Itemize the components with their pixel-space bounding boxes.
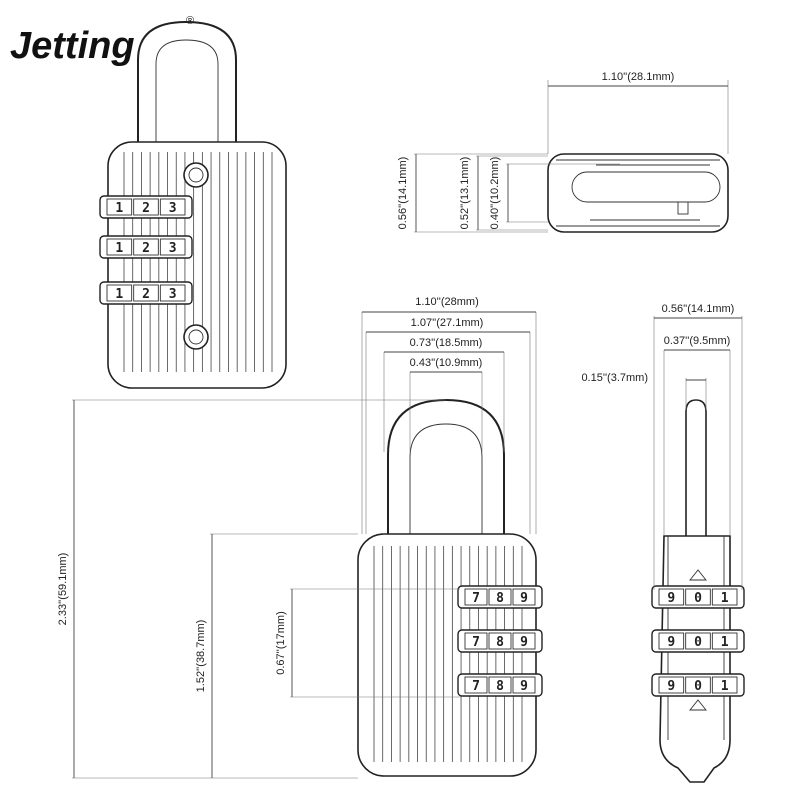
side-lock-body	[659, 535, 731, 783]
front-total-height-label: 2.33''(59.1mm)	[57, 553, 69, 626]
side-mid-label: 0.37''(9.5mm)	[664, 335, 731, 347]
dial-digit: 8	[496, 591, 504, 606]
front-body-ribs	[373, 546, 523, 762]
dial-digit: 8	[496, 635, 504, 650]
dial-digit: 1	[721, 635, 729, 650]
dial-digit: 2	[142, 201, 150, 216]
dial-digit: 8	[496, 679, 504, 694]
front-shackle	[387, 398, 505, 540]
brand-name: Jetting	[10, 25, 135, 67]
rivet-top	[183, 162, 209, 188]
dial-digit: 9	[667, 591, 675, 606]
dial-digit: 9	[667, 679, 675, 694]
keyhole-slot	[571, 171, 721, 203]
dial-wheel[interactable]: 1 2 3	[99, 195, 193, 219]
dial-wheel[interactable]: 7 8 9	[457, 673, 543, 697]
dial-wheel[interactable]: 7 8 9	[457, 585, 543, 609]
dial-wheel[interactable]: 7 8 9	[457, 629, 543, 653]
dial-wheel[interactable]: 9 0 1	[651, 673, 745, 697]
dial-digit: 2	[142, 287, 150, 302]
combination-dials: 1 2 3 1 2 3 1 2 3	[99, 195, 193, 305]
dial-digit: 0	[694, 635, 702, 650]
dial-digit: 3	[169, 201, 177, 216]
dial-digit: 9	[520, 679, 528, 694]
dial-digit: 3	[169, 241, 177, 256]
dial-digit: 3	[169, 287, 177, 302]
front-view: 7 8 9 7 8 9 7 8 9 1.10''(28mm) 1.07''(27.1mm) 0.…	[57, 296, 543, 779]
front-width-body-label: 1.07''(27.1mm)	[411, 317, 484, 329]
dial-digit: 2	[142, 241, 150, 256]
top-height-outer-label: 0.56''(14.1mm)	[397, 157, 409, 230]
top-height-inner-label: 0.40''(10.2mm)	[489, 157, 501, 230]
up-arrow-icon	[689, 699, 707, 711]
side-combination-dials: 9 0 1 9 0 1 9 0 1	[651, 585, 745, 697]
front-lock-body	[357, 533, 537, 777]
side-shackle	[685, 399, 707, 540]
dial-wheel[interactable]: 1 2 3	[99, 281, 193, 305]
side-depth-label: 0.56''(14.1mm)	[662, 303, 735, 315]
dial-digit: 1	[115, 201, 123, 216]
dial-digit: 7	[472, 591, 480, 606]
dial-wheel[interactable]: 1 2 3	[99, 235, 193, 259]
rivet-bottom	[183, 324, 209, 350]
dial-digit: 0	[694, 679, 702, 694]
dial-digit: 9	[520, 591, 528, 606]
dial-digit: 1	[115, 241, 123, 256]
trademark-symbol: ®	[186, 15, 194, 27]
top-view-body	[547, 153, 729, 233]
top-height-mid-label: 0.52''(13.1mm)	[459, 157, 471, 230]
dial-digit: 7	[472, 635, 480, 650]
dial-wheel[interactable]: 9 0 1	[651, 629, 745, 653]
side-shackle-label: 0.15''(3.7mm)	[581, 372, 648, 384]
front-shackle-inner-label: 0.43''(10.9mm)	[410, 357, 483, 369]
dial-digit: 9	[520, 635, 528, 650]
dial-digit: 0	[694, 591, 702, 606]
top-length-label: 1.10''(28.1mm)	[602, 71, 675, 83]
front-shackle-outer-label: 0.73''(18.5mm)	[410, 337, 483, 349]
dial-digit: 1	[721, 591, 729, 606]
front-width-total-label: 1.10''(28mm)	[415, 296, 479, 308]
front-dial-height-label: 0.67''(17mm)	[275, 611, 287, 675]
front-combination-dials: 7 8 9 7 8 9 7 8 9	[457, 585, 543, 697]
side-view: 9 0 1 9 0 1 9 0 1 0.56''(14.1mm) 0.37''(9.5mm) 0…	[581, 303, 745, 783]
dial-digit: 1	[721, 679, 729, 694]
dial-digit: 9	[667, 635, 675, 650]
front-body-height-label: 1.52''(38.7mm)	[195, 620, 207, 693]
dial-digit: 1	[115, 287, 123, 302]
shackle	[137, 20, 237, 148]
dial-digit: 7	[472, 679, 480, 694]
dial-wheel[interactable]: 9 0 1	[651, 585, 745, 609]
brand-logo: Jetting ®	[10, 15, 194, 67]
down-arrow-icon	[689, 569, 707, 581]
top-view: 1.10''(28.1mm) 0.56''(14.1mm) 0.52''(13.…	[397, 71, 729, 233]
top-left-lock-view: 1 2 3 1 2 3 1 2 3	[99, 20, 287, 389]
